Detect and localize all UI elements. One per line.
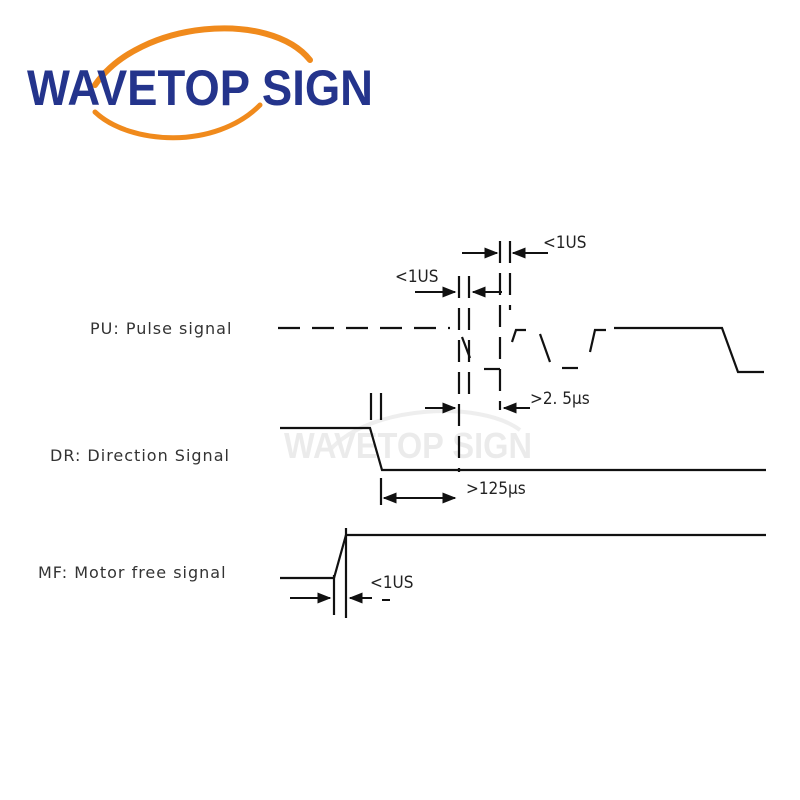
logo-text: WAVETOP SIGN xyxy=(27,60,373,116)
pu-waveform xyxy=(278,326,764,374)
dr-waveform xyxy=(280,426,766,472)
annotation-gt125us: >125μs xyxy=(466,479,526,499)
mf-waveform xyxy=(280,533,766,580)
annotation-top-lt1us: <1US xyxy=(543,233,586,253)
logo-swoosh-top xyxy=(92,25,313,88)
watermark: WAVETOP SIGN xyxy=(284,409,532,466)
brand-logo: WAVETOP SIGN xyxy=(27,25,373,141)
timing-markers xyxy=(332,241,512,618)
mf-signal-label: MF: Motor free signal xyxy=(38,563,227,582)
svg-text:WAVETOP SIGN: WAVETOP SIGN xyxy=(284,425,532,466)
dimension-arrows xyxy=(290,247,548,604)
annotation-left-lt1us: <1US xyxy=(395,267,438,287)
dr-signal-label: DR: Direction Signal xyxy=(50,446,230,465)
logo-swoosh-bottom xyxy=(92,102,263,141)
pu-signal-label: PU: Pulse signal xyxy=(90,319,232,338)
annotation-gt2-5us: >2. 5μs xyxy=(530,389,590,409)
annotation-mf-lt1us: <1US xyxy=(370,573,413,593)
